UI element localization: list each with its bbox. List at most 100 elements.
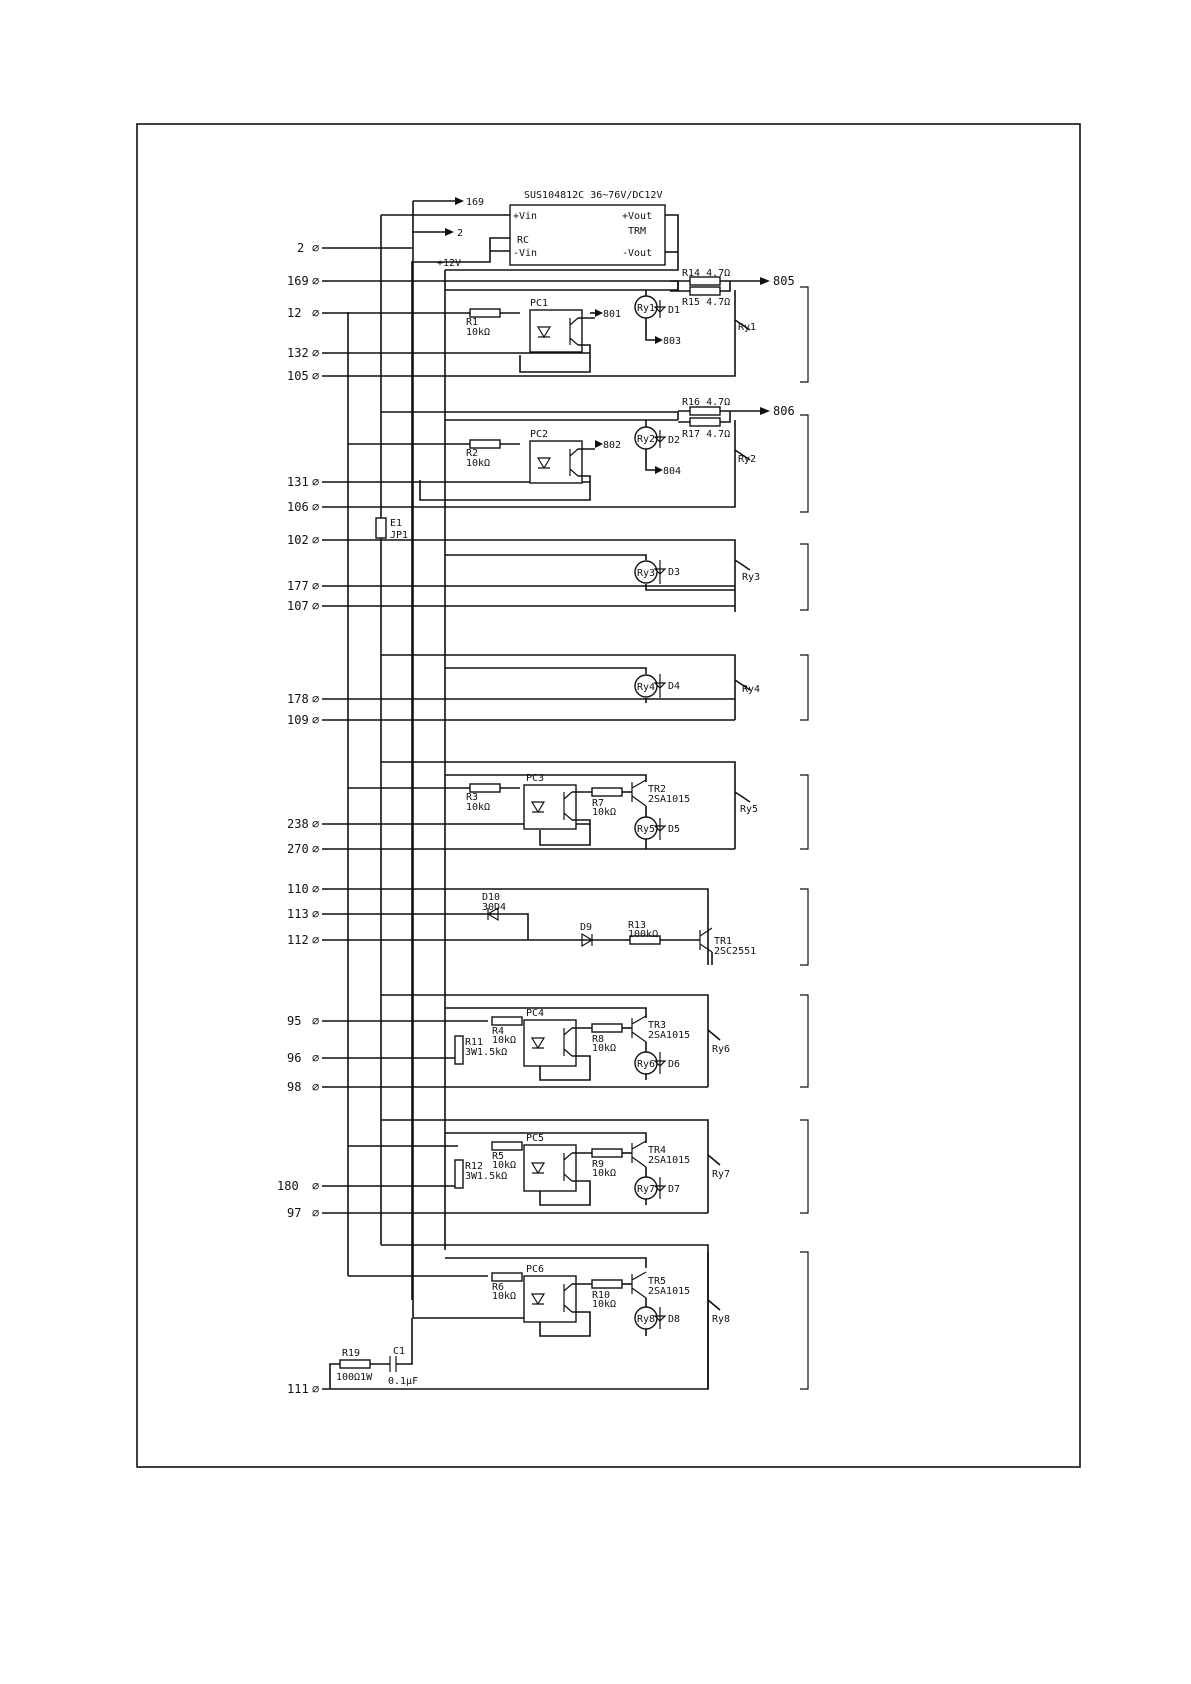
jp1-label-b: JP1 — [390, 530, 408, 541]
ry3-coil-label: Ry3 — [637, 568, 655, 579]
terminal-132[interactable]: 132⌀ — [287, 346, 319, 360]
r3-value: 10kΩ — [466, 802, 490, 813]
terminal-2[interactable]: 2⌀ — [297, 241, 319, 255]
terminal-102[interactable]: 102⌀ — [287, 533, 319, 547]
terminal-111[interactable]: 111⌀ — [287, 1382, 319, 1396]
svg-text:180: 180 — [277, 1179, 299, 1193]
terminal-110[interactable]: 110⌀ — [287, 882, 319, 896]
ry5-contact-label: Ry5 — [740, 804, 758, 815]
d10-label: D10 — [482, 892, 500, 903]
svg-text:95: 95 — [287, 1014, 301, 1028]
svg-text:⌀: ⌀ — [312, 475, 319, 489]
svg-text:132: 132 — [287, 346, 309, 360]
terminal-238[interactable]: 238⌀ — [287, 817, 319, 831]
arrow-2-label: 2 — [457, 228, 463, 239]
r7-value: 10kΩ — [592, 807, 616, 818]
svg-text:⌀: ⌀ — [312, 599, 319, 613]
terminal-97[interactable]: 97 ⌀ — [287, 1206, 319, 1220]
tr3-label: TR3 — [648, 1020, 666, 1031]
relay-group-1: R14 4.7Ω R15 4.7Ω 805 Ry1 R1 10kΩ PC1 80… — [445, 268, 809, 383]
v12-label: +12V — [437, 258, 461, 269]
r5-label: R5 — [492, 1151, 504, 1162]
tr5-type: 2SA1015 — [648, 1286, 690, 1297]
pc1-label: PC1 — [530, 298, 548, 309]
r11-label: R11 — [465, 1037, 483, 1048]
pin-vin-minus: -Vin — [513, 248, 537, 259]
ry4-contact-label: Ry4 — [742, 684, 760, 695]
svg-text:⌀: ⌀ — [312, 1014, 319, 1028]
terminal-106[interactable]: 106⌀ — [287, 500, 319, 514]
r6-label: R6 — [492, 1282, 504, 1293]
svg-text:112: 112 — [287, 933, 309, 947]
svg-text:⌀: ⌀ — [312, 533, 319, 547]
relay-group-4: Ry4 D4 Ry4 — [381, 654, 809, 721]
terminal-109[interactable]: 109⌀ — [287, 713, 319, 727]
terminal-107[interactable]: 107⌀ — [287, 599, 319, 613]
svg-text:169: 169 — [287, 274, 309, 288]
o803-label: 803 — [663, 336, 681, 347]
terminal-131[interactable]: 131⌀ — [287, 475, 319, 489]
svg-text:⌀: ⌀ — [312, 842, 319, 856]
ry7-contact-label: Ry7 — [712, 1169, 730, 1180]
svg-text:⌀: ⌀ — [312, 713, 319, 727]
tr1-label: TR1 — [714, 936, 732, 947]
terminal-112[interactable]: 112⌀ — [287, 933, 319, 947]
svg-text:97: 97 — [287, 1206, 301, 1220]
r11-value: 3W1.5kΩ — [465, 1047, 507, 1058]
ry3-contact-label: Ry3 — [742, 572, 760, 583]
d8-label: D8 — [668, 1314, 680, 1325]
terminal-95[interactable]: 95 ⌀ — [287, 1014, 319, 1028]
svg-text:⌀: ⌀ — [312, 1080, 319, 1094]
transistor-tr3 — [631, 1015, 647, 1043]
terminal-98[interactable]: 98⌀ — [287, 1080, 319, 1094]
ry8-coil-label: Ry8 — [637, 1314, 655, 1325]
terminal-180[interactable]: 180⌀ — [277, 1179, 319, 1193]
svg-text:⌀: ⌀ — [312, 907, 319, 921]
r9-label: R9 — [592, 1159, 604, 1170]
r19-label: R19 — [342, 1348, 360, 1359]
diode-d9 — [581, 932, 594, 948]
svg-text:⌀: ⌀ — [312, 1206, 319, 1220]
snubber-r19-c1: R19 100Ω1W C1 0.1μF — [329, 1318, 418, 1389]
transistor-tr4 — [631, 1140, 647, 1168]
r12-label: R12 — [465, 1161, 483, 1172]
r8-label: R8 — [592, 1034, 604, 1045]
terminal-105[interactable]: 105⌀ — [287, 369, 319, 383]
resistor-r1 — [469, 308, 501, 318]
resistor-r10 — [591, 1279, 623, 1289]
resistor-r15 — [689, 286, 721, 296]
tr2-label: TR2 — [648, 784, 666, 795]
capacitor-c1 — [389, 1356, 397, 1372]
optocoupler-pc4 — [523, 1019, 577, 1067]
svg-text:⌀: ⌀ — [312, 241, 319, 255]
terminal-177[interactable]: 177⌀ — [287, 579, 319, 593]
relay-group-7: R12 3W1.5kΩ R5 10kΩ PC5 R9 10kΩ TR4 2SA1… — [348, 1119, 809, 1214]
c1-label: C1 — [393, 1346, 405, 1357]
svg-text:110: 110 — [287, 882, 309, 896]
svg-text:178: 178 — [287, 692, 309, 706]
transistor-tr2 — [631, 779, 647, 807]
r16-label: R16 4.7Ω — [682, 397, 730, 408]
ry7-coil-label: Ry7 — [637, 1184, 655, 1195]
svg-text:105: 105 — [287, 369, 309, 383]
arrow-169-label: 169 — [466, 197, 484, 208]
converter-title: SUS104812C 36~76V/DC12V — [524, 190, 662, 201]
relay-coil-ry3 — [634, 560, 658, 584]
relay-coil-ry4 — [634, 674, 658, 698]
d1-label: D1 — [668, 305, 680, 316]
dcdc-converter: SUS104812C 36~76V/DC12V +Vin RC -Vin +Vo… — [381, 190, 679, 1318]
pin-trm: TRM — [628, 226, 646, 237]
c1-value: 0.1μF — [388, 1376, 418, 1387]
terminal-96[interactable]: 96⌀ — [287, 1051, 319, 1065]
svg-text:238: 238 — [287, 817, 309, 831]
ry2-contact-label: Ry2 — [738, 454, 756, 465]
terminal-270[interactable]: 270⌀ — [287, 842, 319, 856]
out-805-label: 805 — [773, 274, 795, 288]
terminal-178[interactable]: 178⌀ — [287, 692, 319, 706]
terminal-113[interactable]: 113⌀ — [287, 907, 319, 921]
optocoupler-pc3 — [523, 784, 577, 830]
terminal-12[interactable]: 12⌀ — [287, 306, 319, 320]
r2-label: R2 — [466, 448, 478, 459]
terminal-169[interactable]: 169⌀ — [287, 274, 319, 288]
terminal-column: 2⌀ 169⌀ 12⌀ 132⌀ 105⌀ 131⌀ 106⌀ 102⌀ 177… — [277, 241, 319, 1396]
